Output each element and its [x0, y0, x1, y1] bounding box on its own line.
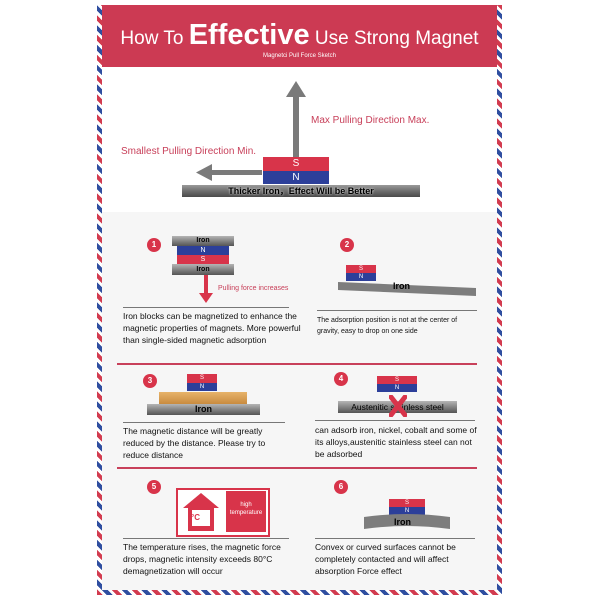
tip-4-number: 4	[334, 372, 348, 386]
header-banner: How To Effective Use Strong Magnet Magne…	[102, 5, 497, 67]
celsius-symbol: °C	[191, 513, 200, 522]
tip-6-magnet-south: S	[389, 499, 425, 507]
min-direction-label: Smallest Pulling Direction Min.	[121, 146, 257, 157]
poster-border: How To Effective Use Strong Magnet Magne…	[97, 5, 502, 595]
magnet-north: N	[263, 171, 329, 184]
page-title: How To Effective Use Strong Magnet	[102, 19, 497, 52]
pull-force-sketch: Max Pulling Direction Max. Smallest Pull…	[102, 67, 497, 212]
tip-1-magnet-north: N	[177, 246, 229, 255]
subtitle: Magnetci Pull Force Sketch	[262, 53, 337, 59]
high-temperature-badge: high temperature	[226, 491, 266, 532]
magnet-south: S	[263, 157, 329, 171]
thick-iron-bar: Thicker Iron，Effect Will be Better	[182, 185, 420, 197]
left-arrow-icon	[196, 164, 262, 181]
tip-6-iron-label: Iron	[394, 517, 411, 527]
tip-6-rule	[315, 538, 475, 539]
tip-2-tilted-iron	[338, 282, 476, 296]
poster: How To Effective Use Strong Magnet Magne…	[102, 5, 497, 590]
tip-5-number: 5	[147, 480, 161, 494]
tip-5-rule	[123, 538, 289, 539]
title-post: Use Strong Magnet	[314, 28, 479, 49]
up-arrow-icon	[286, 81, 306, 163]
tip-2-iron-label: Iron	[393, 281, 410, 291]
tip-2-rule	[317, 310, 477, 311]
tip-3-caption: The magnetic distance will be greatly re…	[123, 426, 266, 460]
tip-1-arrow-label: Pulling force increases	[218, 285, 289, 292]
arrows-graphic	[196, 81, 306, 181]
tip-2-caption: The adsorption position is not at the ce…	[317, 317, 458, 335]
tip-6-curved-iron	[364, 514, 450, 529]
cross-icon	[389, 395, 407, 417]
tip-6-number: 6	[334, 480, 348, 494]
tip-3-number: 3	[143, 374, 157, 388]
tip-4-rule	[315, 420, 475, 421]
tip-3-magnet-south: S	[187, 374, 217, 383]
tip-1-magnet-south: S	[177, 255, 229, 264]
tip-5-graphic: °C high temperature	[176, 488, 270, 537]
tip-2-number: 2	[340, 238, 354, 252]
tip-6-magnet-north: N	[389, 507, 425, 515]
tip-6-caption: Convex or curved surfaces cannot be comp…	[315, 542, 456, 576]
house-icon	[183, 493, 219, 531]
section-divider-2	[117, 467, 477, 469]
tip-1-caption: Iron blocks can be magnetized to enhance…	[123, 311, 301, 345]
tip-3-iron: Iron	[147, 404, 260, 415]
tip-2-magnet-south: S	[346, 265, 376, 273]
tip-1-iron-bottom: Iron	[172, 264, 234, 275]
section-divider-1	[117, 363, 477, 365]
tip-1-number: 1	[147, 238, 161, 252]
down-arrow-icon	[199, 275, 213, 303]
title-pre: How To	[120, 28, 184, 49]
tip-4-magnet-north: N	[377, 384, 417, 392]
tip-5-caption: The temperature rises, the magnetic forc…	[123, 542, 281, 576]
tip-2-magnet-north: N	[346, 273, 376, 281]
tip-1-rule	[123, 307, 289, 308]
tip-4-caption: can adsorb iron, nickel, cobalt and some…	[315, 425, 477, 459]
tips-grid: 1 Iron N S Iron Pulling force increases …	[102, 212, 497, 590]
tip-3-spacer	[159, 392, 247, 404]
tip-1-iron-top: Iron	[172, 236, 234, 246]
tip-3-magnet-north: N	[187, 383, 217, 391]
title-emphasis: Effective	[188, 19, 310, 51]
tip-4-magnet-south: S	[377, 376, 417, 384]
max-direction-label: Max Pulling Direction Max.	[311, 115, 430, 126]
tip-3-rule	[123, 422, 285, 423]
